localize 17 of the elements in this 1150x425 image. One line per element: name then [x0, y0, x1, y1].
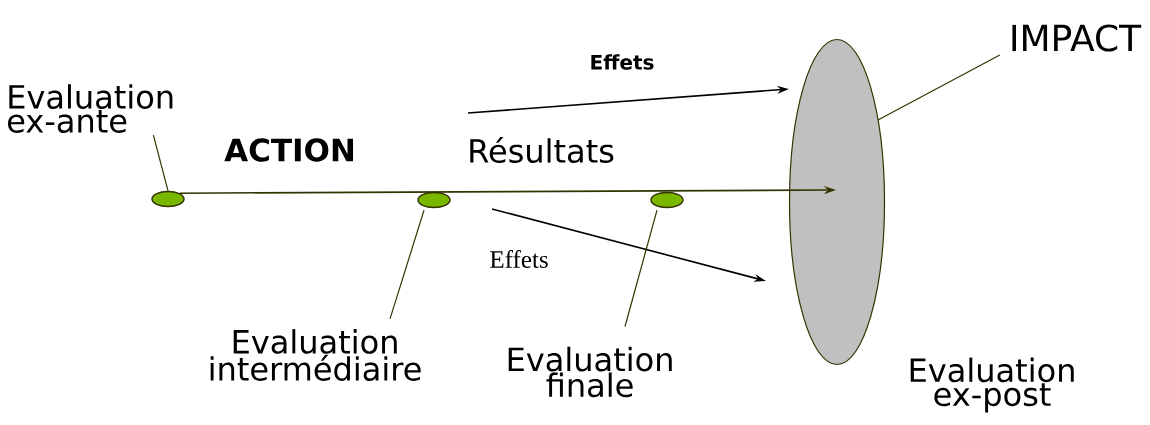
marker-ellipse [650, 191, 684, 209]
node-label: IMPACT [1012, 24, 1142, 52]
leader-line [624, 209, 658, 328]
section-label: Résultats [470, 136, 614, 163]
impact-ellipse [788, 38, 886, 366]
leader-line [389, 209, 425, 320]
marker-ellipse [417, 191, 451, 209]
node-label: Evaluation finale [508, 346, 672, 398]
edge-label: Effets [490, 250, 548, 268]
marker-ellipse [151, 190, 185, 208]
section-label: ACTION [224, 138, 354, 162]
leader-line [877, 54, 1001, 121]
node-label: Evaluation intermédiaire [210, 329, 421, 381]
edge-label: Effets [591, 54, 654, 70]
leader-line [152, 134, 169, 192]
node-label: Evaluation ex-ante [8, 84, 173, 133]
stage-label: Evaluation ex-post [910, 357, 1074, 413]
